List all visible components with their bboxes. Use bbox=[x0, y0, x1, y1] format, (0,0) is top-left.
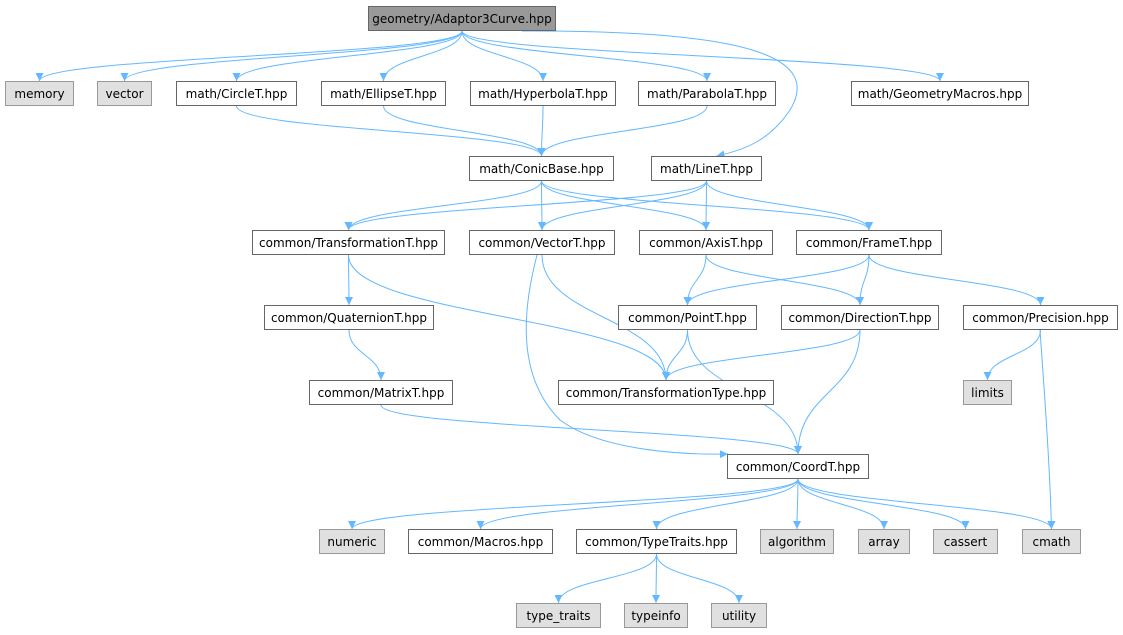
node-typetraits[interactable]: common/TypeTraits.hpp bbox=[576, 529, 737, 554]
node-root[interactable]: geometry/Adaptor3Curve.hpp bbox=[368, 6, 556, 31]
node-type_traits: type_traits bbox=[516, 603, 601, 628]
edge-coord-to-numeric bbox=[348, 478, 799, 530]
edge-root-to-vector bbox=[120, 30, 463, 82]
edge-coord-to-typetraits bbox=[652, 478, 799, 530]
node-geommacros[interactable]: math/GeometryMacros.hpp bbox=[851, 81, 1029, 106]
node-circle[interactable]: math/CircleT.hpp bbox=[176, 81, 297, 106]
node-numeric: numeric bbox=[319, 529, 385, 554]
edge-typetraits-to-type_traits bbox=[554, 553, 657, 604]
edge-root-to-ellipse bbox=[379, 30, 463, 82]
edge-matrix-to-coord bbox=[380, 404, 802, 455]
node-vector: vector bbox=[97, 81, 152, 106]
edge-axis-to-point bbox=[683, 254, 707, 306]
node-line[interactable]: math/LineT.hpp bbox=[651, 156, 762, 181]
node-frame[interactable]: common/FrameT.hpp bbox=[796, 230, 942, 255]
node-transtype[interactable]: common/TransformationType.hpp bbox=[558, 380, 774, 405]
edge-quaternion-to-matrix bbox=[348, 329, 385, 381]
edge-frame-to-direction bbox=[856, 254, 870, 306]
edge-root-to-parabola bbox=[461, 30, 711, 82]
node-precision[interactable]: common/Precision.hpp bbox=[963, 305, 1118, 330]
edge-coord-to-algorithm bbox=[793, 478, 802, 530]
edge-typetraits-to-typeinfo bbox=[652, 553, 661, 604]
edge-coord-to-array bbox=[797, 478, 888, 530]
edge-line-to-vectorT bbox=[538, 180, 707, 231]
edge-direction-to-coord bbox=[794, 329, 861, 455]
node-conic[interactable]: math/ConicBase.hpp bbox=[469, 156, 614, 181]
edge-coord-to-cassert bbox=[797, 478, 970, 530]
edge-transformation-to-quaternion bbox=[344, 254, 353, 306]
node-limits: limits bbox=[963, 380, 1012, 405]
edge-typetraits-to-utility bbox=[656, 553, 743, 604]
node-algorithm: algorithm bbox=[760, 529, 834, 554]
node-cassert: cassert bbox=[933, 529, 998, 554]
edge-coord-to-macros bbox=[476, 478, 799, 530]
edge-root-to-memory bbox=[35, 30, 463, 82]
node-coord[interactable]: common/CoordT.hpp bbox=[727, 454, 869, 479]
node-parabola[interactable]: math/ParabolaT.hpp bbox=[638, 81, 776, 106]
node-ellipse[interactable]: math/EllipseT.hpp bbox=[321, 81, 446, 106]
node-memory: memory bbox=[5, 81, 74, 106]
edge-vectorT-to-coord bbox=[525, 254, 729, 459]
edge-coord-to-cmath bbox=[797, 478, 1056, 530]
edge-root-to-hyperbola bbox=[461, 30, 547, 82]
edge-conic-to-transformation bbox=[344, 180, 542, 231]
edge-vectorT-to-transtype bbox=[541, 254, 670, 381]
edge-transformation-to-transtype bbox=[348, 254, 670, 381]
node-direction[interactable]: common/DirectionT.hpp bbox=[781, 305, 939, 330]
node-macros[interactable]: common/Macros.hpp bbox=[408, 529, 553, 554]
node-quaternion[interactable]: common/QuaternionT.hpp bbox=[264, 305, 434, 330]
edge-root-to-geommacros bbox=[461, 30, 944, 82]
node-cmath: cmath bbox=[1022, 529, 1081, 554]
edge-precision-to-limits bbox=[983, 329, 1041, 381]
node-transformation[interactable]: common/TransformationT.hpp bbox=[252, 230, 445, 255]
node-array: array bbox=[858, 529, 910, 554]
edge-precision-to-cmath bbox=[1039, 329, 1056, 530]
node-matrix[interactable]: common/MatrixT.hpp bbox=[309, 380, 453, 405]
edge-point-to-transtype bbox=[662, 329, 688, 381]
edge-conic-to-vectorT bbox=[537, 180, 546, 231]
edge-frame-to-point bbox=[683, 254, 870, 306]
node-typeinfo: typeinfo bbox=[624, 603, 688, 628]
node-axis[interactable]: common/AxisT.hpp bbox=[639, 230, 773, 255]
node-vectorT[interactable]: common/VectorT.hpp bbox=[469, 230, 615, 255]
edge-line-to-frame bbox=[706, 180, 873, 231]
node-utility: utility bbox=[711, 603, 767, 628]
edge-line-to-axis bbox=[702, 180, 711, 231]
edge-hyperbola-to-conic bbox=[537, 105, 546, 157]
edge-parabola-to-conic bbox=[537, 105, 708, 157]
edge-direction-to-transtype bbox=[662, 329, 861, 381]
edge-circle-to-conic bbox=[236, 105, 546, 157]
edge-axis-to-direction bbox=[705, 254, 864, 306]
edge-root-to-circle bbox=[232, 30, 463, 82]
edge-frame-to-precision bbox=[868, 254, 1045, 306]
node-hyperbola[interactable]: math/HyperbolaT.hpp bbox=[470, 81, 616, 106]
edge-root-to-line bbox=[521, 30, 798, 159]
edge-ellipse-to-conic bbox=[383, 105, 546, 157]
edge-conic-to-frame bbox=[541, 180, 873, 231]
edge-line-to-transformation bbox=[344, 180, 707, 231]
node-point[interactable]: common/PointT.hpp bbox=[618, 305, 757, 330]
